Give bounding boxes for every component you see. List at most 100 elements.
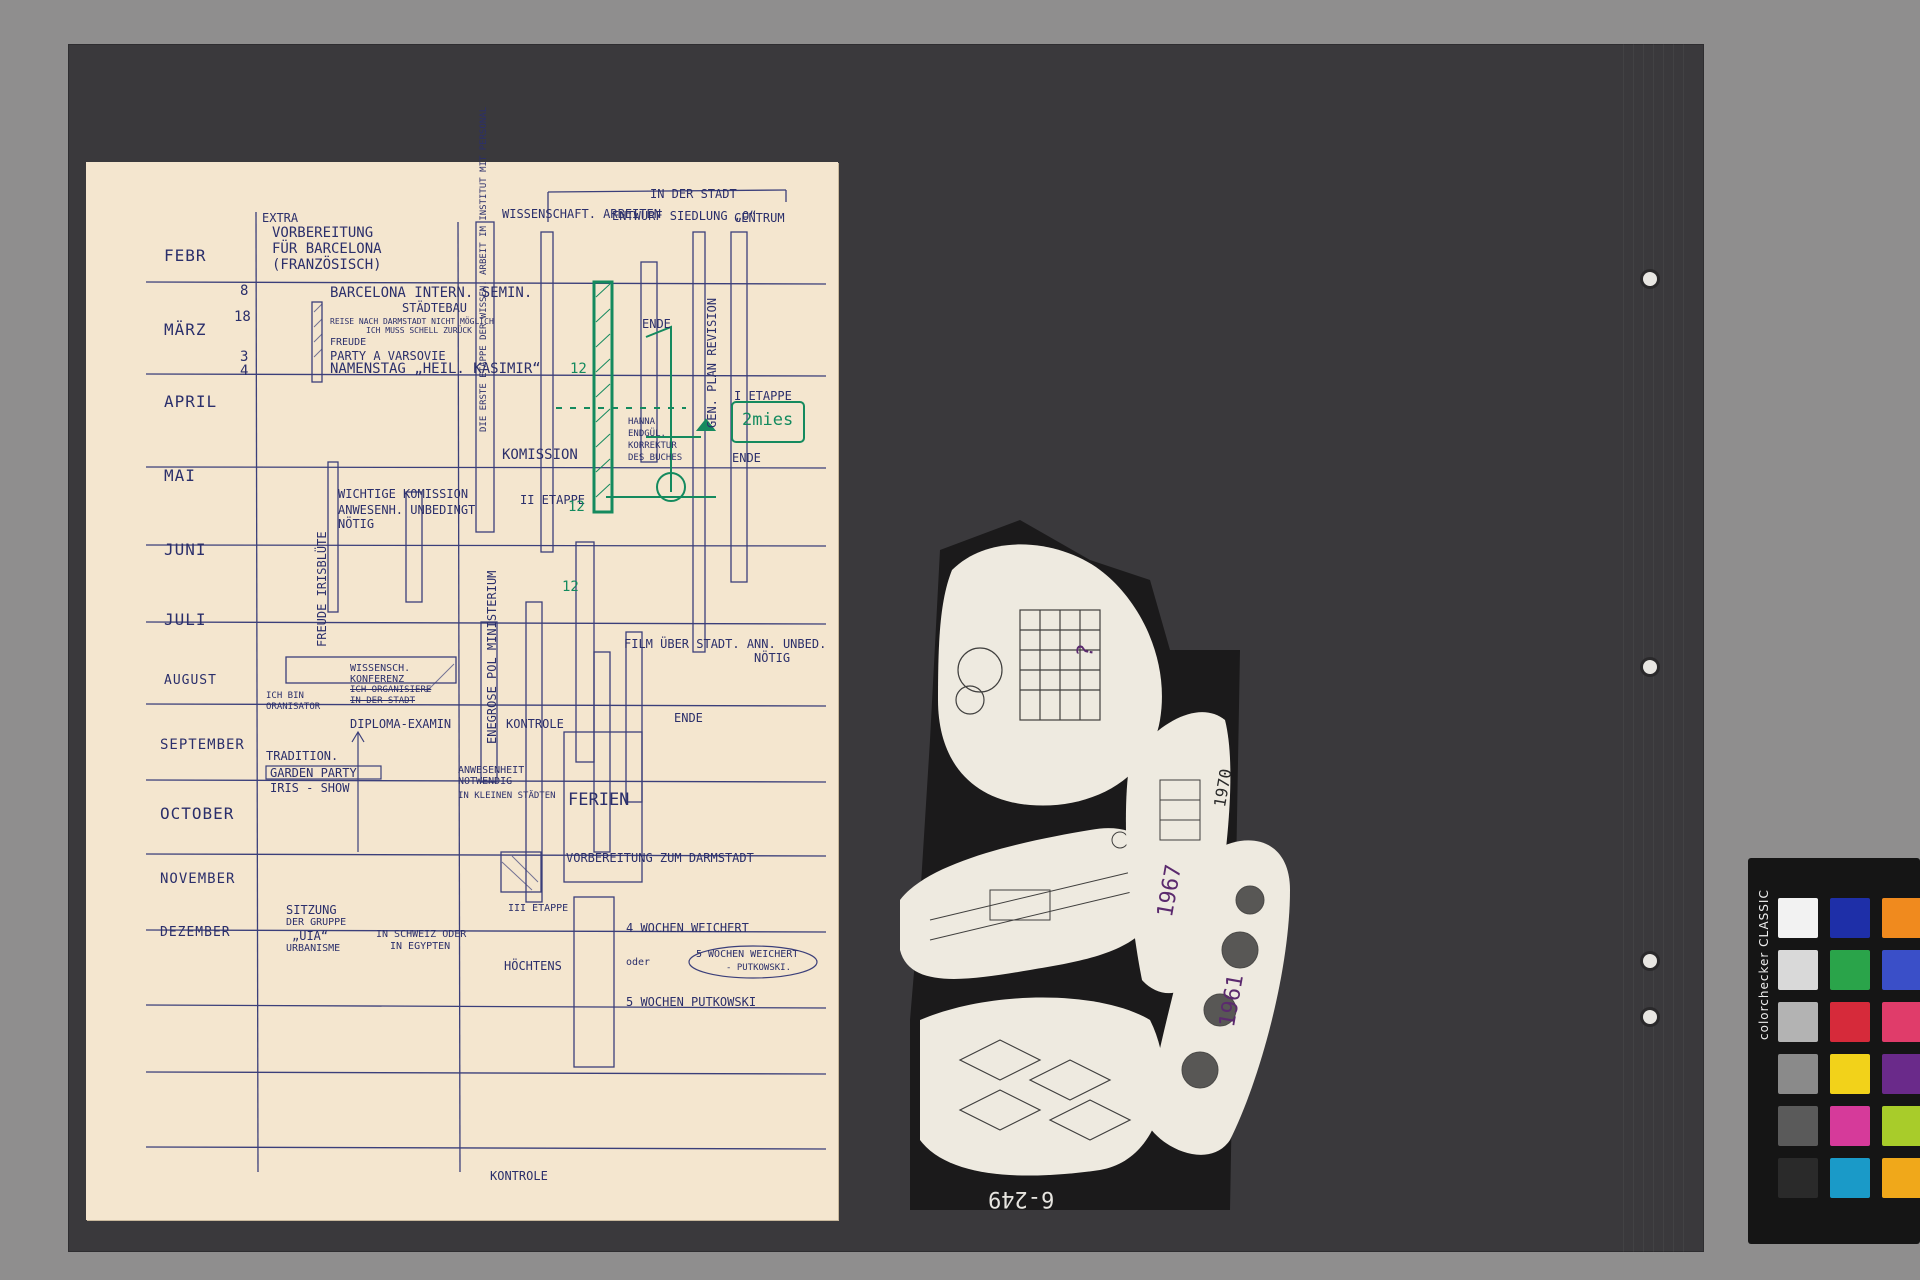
note-film: FILM ÜBER STADT. ANN. UNBED. <box>624 637 827 651</box>
note-barcelona: BARCELONA INTERN. SEMIN. <box>330 285 533 301</box>
color-patch <box>1778 1002 1818 1042</box>
month-label: JUNI <box>164 540 207 559</box>
month-label: MÄRZ <box>164 320 207 339</box>
month-label: OCTOBER <box>160 804 235 823</box>
note-kontrole: KONTROLE <box>506 717 564 731</box>
color-patch <box>1882 1054 1920 1094</box>
color-patch <box>1778 898 1818 938</box>
note-diploma: DIPLOMA-EXAMIN <box>350 717 452 731</box>
color-patch <box>1830 898 1870 938</box>
month-label: DEZEMBER <box>160 925 231 940</box>
color-patch <box>1830 1158 1870 1198</box>
note-kontrole-bottom: KONTROLE <box>490 1169 548 1183</box>
note-vorbereitung: VORBEREITUNG <box>272 225 374 241</box>
color-patch <box>1882 1158 1920 1198</box>
note-garden: GARDEN PARTY <box>270 766 357 780</box>
color-patch <box>1830 950 1870 990</box>
month-label: APRIL <box>164 392 218 411</box>
color-checker-brand: colorchecker CLASSIC <box>1757 889 1771 1040</box>
note-urbanisme: URBANISME <box>286 943 341 954</box>
note-freude: FREUDE <box>330 337 367 348</box>
note-komission: KOMISSION <box>502 447 578 463</box>
note-organisator: ORANISATOR <box>266 702 321 712</box>
note-konferenz: KONFERENZ <box>350 674 405 685</box>
color-patch <box>1882 1106 1920 1146</box>
color-patch <box>1830 1054 1870 1094</box>
note-etappe: I ETAPPE <box>734 389 792 403</box>
color-patch <box>1882 898 1920 938</box>
note-etappe: III ETAPPE <box>508 903 569 914</box>
schedule-sheet: EXTRA WISSENSCHAFT. ARBEITEN IN DER STAD… <box>86 107 838 1220</box>
note-four-wochen: 4 WOCHEN WEICHERT <box>626 921 749 935</box>
note-film-notig: NÖTIG <box>754 651 791 665</box>
note-namenstag: NAMENSTAG „HEIL. KASIMIR“ <box>330 361 541 377</box>
catalog-number: 6-249 <box>988 1186 1055 1211</box>
month-label: JULI <box>164 610 207 629</box>
punch-hole <box>1643 954 1657 968</box>
month-label: MAI <box>164 466 196 485</box>
note-vorbereitung-darm: VORBEREITUNG ZUM DARMSTADT <box>566 851 754 865</box>
punch-hole <box>1643 272 1657 286</box>
color-patch <box>1778 1054 1818 1094</box>
note-des-buches: DES BUCHES <box>628 453 683 463</box>
header-in-der-stadt: IN DER STADT <box>650 187 737 201</box>
note-2mies: 2mies <box>742 410 794 430</box>
note-tradition: TRADITION. <box>266 749 339 763</box>
color-patch <box>1778 950 1818 990</box>
punch-hole <box>1643 1010 1657 1024</box>
color-patch <box>1882 950 1920 990</box>
note-erste-etappe: DIE ERSTE ETAPPE DER WISSEN. ARBEIT IM I… <box>479 106 489 432</box>
month-label: NOVEMBER <box>160 871 236 887</box>
note-in-der-stadt: IN DER STADT <box>350 696 416 706</box>
note-iris: IRIS - SHOW <box>270 781 350 795</box>
color-checker-card <box>1748 858 1920 1244</box>
note-korrektur: KORREKTUR <box>628 441 677 451</box>
note-twelve: 12 <box>568 499 585 515</box>
note-endgul: ENDGÜL. <box>628 429 666 439</box>
note-twelve: 12 <box>562 579 579 595</box>
note-notwendig: NOTWENDIG <box>458 776 513 787</box>
note-franzosisch: (FRANZÖSISCH) <box>272 257 382 273</box>
color-patch <box>1882 1002 1920 1042</box>
note-stadtebau: STÄDTEBAU <box>402 301 468 315</box>
header-wissenschaft: WISSENSCHAFT. ARBEITEN <box>502 207 661 221</box>
color-patch <box>1830 1002 1870 1042</box>
note-ministerium: ENEGROSE POL MINISTERIUM <box>485 570 499 744</box>
note-ende: ENDE <box>674 711 703 725</box>
note-five-wochen-p: 5 WOCHEN PUTKOWSKI <box>626 995 757 1009</box>
color-patch <box>1778 1106 1818 1146</box>
note-reise2: ICH MUSS SCHELL ZURÜCK <box>366 326 472 335</box>
note-day: 4 <box>240 363 249 379</box>
note-etappe: II ETAPPE <box>520 493 586 507</box>
note-oder: oder <box>626 957 651 968</box>
board-stripes <box>1614 44 1684 1252</box>
note-in-kleinen: IN KLEINEN STÄDTEN <box>458 791 556 801</box>
note-day: 3 <box>240 349 249 365</box>
note-ich-bin: ICH BIN <box>266 691 304 701</box>
note-schweiz: IN SCHWEIZ ODER <box>376 929 467 940</box>
punch-hole <box>1643 660 1657 674</box>
month-label: SEPTEMBER <box>160 737 245 753</box>
month-label: FEBR <box>164 246 207 265</box>
color-patch <box>1830 1106 1870 1146</box>
note-ende: ENDE <box>732 451 761 465</box>
header-centrum: CENTRUM <box>734 211 785 225</box>
note-freude-iris: FREUDE IRISBLÜTE <box>315 531 329 647</box>
note-wissensch: WISSENSCH. <box>350 663 411 674</box>
note-hochtens: HÖCHTENS <box>504 959 562 973</box>
grid-lines <box>145 189 827 1173</box>
header-extra: EXTRA <box>262 211 299 225</box>
note-day: 18 <box>234 309 251 325</box>
note-sitzung: SITZUNG <box>286 903 337 917</box>
note-reise: REISE NACH DARMSTADT NICHT MÖGLICH <box>330 317 494 326</box>
note-twelve: 12 <box>570 361 587 377</box>
note-wichtige: WICHTIGE KOMISSION <box>338 487 469 501</box>
collage-art <box>900 520 1290 1210</box>
note-anwesenheit: ANWESENHEIT <box>458 765 525 776</box>
note-day: 8 <box>240 283 249 299</box>
note-fur-barcelona: FÜR BARCELONA <box>272 241 382 257</box>
note-ferien: FERIEN <box>568 790 630 810</box>
note-hanna: HANNA <box>628 417 656 427</box>
drawings-collage: ? 1967 1961 1970 <box>870 520 1470 1220</box>
note-putkowski-sub: - PUTKOWSKI. <box>726 963 792 973</box>
